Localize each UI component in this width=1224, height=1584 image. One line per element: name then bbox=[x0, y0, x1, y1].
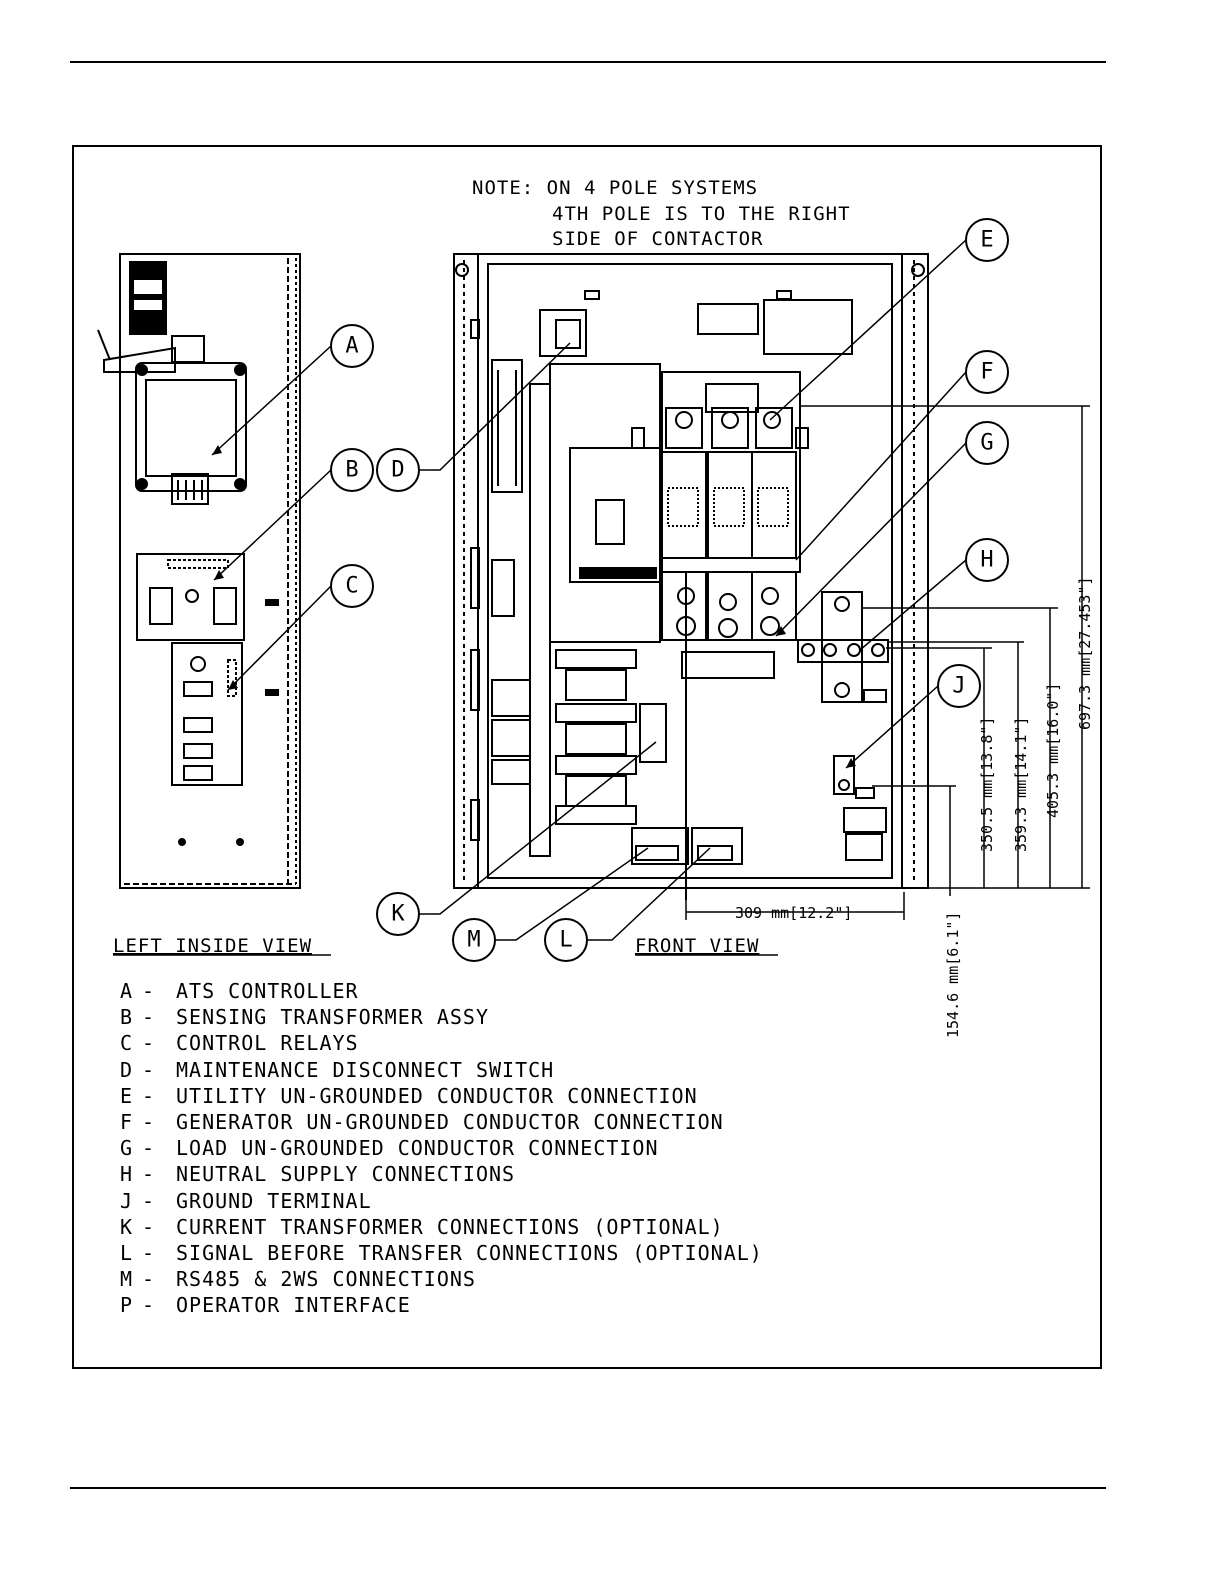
leader-arrowheads bbox=[212, 445, 856, 768]
signal-terminal-block bbox=[691, 827, 743, 865]
control-relays-board-drawing bbox=[171, 642, 243, 786]
dim-154-6: 154.6 mm[6.1"] bbox=[944, 912, 962, 1038]
callout-g: G bbox=[980, 431, 993, 456]
callout-d: D bbox=[391, 458, 404, 483]
legend-item: P-OPERATOR INTERFACE bbox=[120, 1293, 411, 1318]
label-sticker bbox=[129, 261, 167, 335]
din-rail bbox=[529, 383, 551, 857]
dim-359-3: 359.3 mm[14.1"] bbox=[1012, 717, 1030, 852]
legend-list: A-ATS CONTROLLER B-SENSING TRANSFORMER A… bbox=[120, 978, 763, 1319]
legend-item: B-SENSING TRANSFORMER ASSY bbox=[120, 1005, 489, 1030]
front-view-drawing bbox=[453, 253, 929, 900]
front-view-title: FRONT VIEW bbox=[635, 935, 759, 957]
legend-item: C-CONTROL RELAYS bbox=[120, 1031, 359, 1056]
left-view-title: LEFT INSIDE VIEW bbox=[113, 935, 312, 957]
figure-frame bbox=[72, 145, 1102, 1369]
ground-terminal-drawing bbox=[833, 755, 855, 795]
legend-item: H-NEUTRAL SUPPLY CONNECTIONS bbox=[120, 1162, 516, 1187]
contactor-drawing bbox=[631, 371, 809, 641]
ats-controller-drawing bbox=[135, 362, 247, 505]
callout-a: A bbox=[345, 334, 358, 359]
legend-item: D-MAINTENANCE DISCONNECT SWITCH bbox=[120, 1057, 555, 1082]
callout-e: E bbox=[980, 228, 993, 253]
left-inside-view-drawing bbox=[97, 253, 301, 889]
callout-f: F bbox=[980, 360, 993, 385]
ct-terminals bbox=[639, 703, 667, 763]
dim-350-5: 350.5 mm[13.8"] bbox=[978, 717, 996, 852]
callout-b: B bbox=[345, 458, 358, 483]
legend-item: M-RS485 & 2WS CONNECTIONS bbox=[120, 1267, 476, 1292]
cable-harness bbox=[97, 329, 176, 373]
maintenance-disconnect-switch-drawing bbox=[539, 309, 587, 357]
top-rule bbox=[70, 61, 1106, 63]
note-line-3: SIDE OF CONTACTOR bbox=[552, 228, 763, 250]
note-line-1: NOTE: ON 4 POLE SYSTEMS bbox=[472, 177, 758, 199]
dimension-lines bbox=[685, 405, 1090, 920]
left-terminal-strip bbox=[491, 359, 523, 493]
leader-lines bbox=[211, 239, 967, 941]
legend-item: A-ATS CONTROLLER bbox=[120, 979, 359, 1003]
rs485-terminal-block bbox=[631, 827, 689, 865]
bottom-rule bbox=[70, 1487, 1106, 1489]
callout-c: C bbox=[345, 574, 358, 599]
legend-item: K-CURRENT TRANSFORMER CONNECTIONS (OPTIO… bbox=[120, 1214, 724, 1239]
legend-item: F-GENERATOR UN-GROUNDED CONDUCTOR CONNEC… bbox=[120, 1110, 724, 1135]
legend-item: G-LOAD UN-GROUNDED CONDUCTOR CONNECTION bbox=[120, 1136, 659, 1161]
controller-connector bbox=[171, 335, 205, 363]
legend-item: E-UTILITY UN-GROUNDED CONDUCTOR CONNECTI… bbox=[120, 1083, 698, 1108]
note-line-2: 4TH POLE IS TO THE RIGHT bbox=[552, 203, 851, 225]
legend-item: L-SIGNAL BEFORE TRANSFER CONNECTIONS (OP… bbox=[120, 1241, 763, 1266]
callout-j: J bbox=[952, 674, 965, 699]
callout-m: M bbox=[467, 928, 480, 953]
callout-circles bbox=[330, 218, 1009, 962]
callout-l: L bbox=[559, 928, 572, 953]
sensing-transformer-board-drawing bbox=[136, 553, 245, 641]
neutral-bar bbox=[821, 591, 863, 703]
front-controller bbox=[569, 447, 663, 583]
dim-405-3: 405.3 mm[16.0"] bbox=[1044, 683, 1062, 818]
dim-697-3: 697.3 mm[27.453"] bbox=[1076, 576, 1094, 730]
callout-h: H bbox=[980, 548, 993, 573]
dim-width: 309 mm[12.2"] bbox=[735, 904, 852, 922]
legend-item: J-GROUND TERMINAL bbox=[120, 1188, 372, 1213]
callout-k: K bbox=[391, 902, 405, 927]
